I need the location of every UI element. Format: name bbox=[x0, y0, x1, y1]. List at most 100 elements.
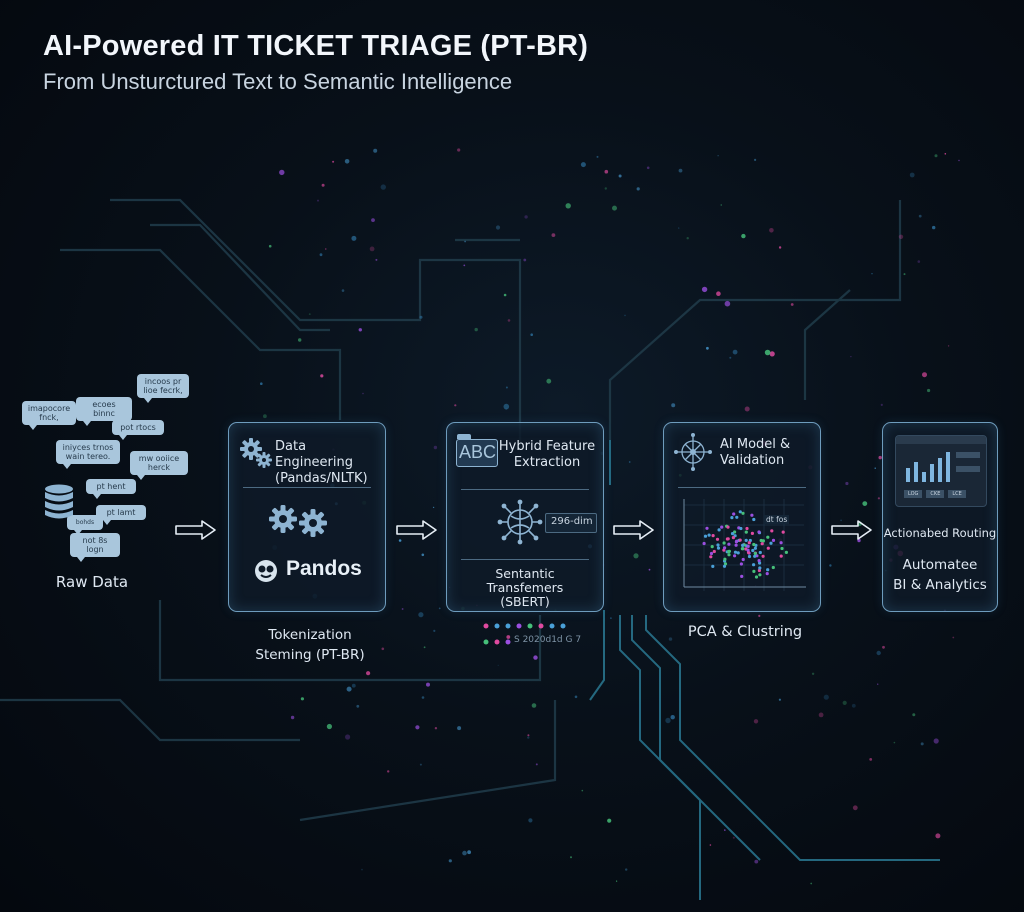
particle-dot bbox=[290, 715, 295, 720]
particle-dot bbox=[671, 403, 676, 408]
stage-data-engineering: Data Engineering (Pandas/NLTK) bbox=[228, 422, 386, 612]
particle-dot bbox=[581, 789, 584, 792]
scatter-point bbox=[744, 530, 748, 534]
scatter-point bbox=[780, 546, 784, 551]
particle-dot bbox=[922, 372, 927, 378]
ticket-bubble: pot rtocs bbox=[112, 420, 164, 440]
scatter-point bbox=[766, 535, 770, 539]
scatter-point bbox=[727, 553, 731, 557]
particle-dot bbox=[947, 345, 950, 347]
particle-dot bbox=[678, 227, 680, 229]
particle-dot bbox=[709, 844, 712, 846]
particle-dot bbox=[903, 273, 906, 276]
particle-dot bbox=[823, 694, 829, 700]
scatter-point bbox=[720, 525, 724, 529]
particle-dot bbox=[778, 246, 782, 249]
particle-dot bbox=[371, 218, 375, 223]
particle-dot bbox=[358, 328, 362, 332]
particle-dot bbox=[464, 240, 466, 243]
scatter-point bbox=[722, 541, 726, 545]
particle-dot bbox=[434, 727, 438, 730]
particle-dot bbox=[320, 374, 324, 378]
particle-dot bbox=[401, 608, 404, 610]
particle-dot bbox=[321, 183, 325, 187]
particle-dot bbox=[932, 225, 936, 230]
chart-icon bbox=[683, 499, 806, 591]
page-subtitle: From Unsturctured Text to Semantic Intel… bbox=[43, 69, 513, 94]
particle-dot bbox=[523, 258, 527, 262]
scatter-point bbox=[711, 564, 715, 568]
arrow-right-icon bbox=[175, 520, 216, 540]
particle-dot bbox=[882, 645, 885, 649]
particle-dot bbox=[909, 172, 915, 178]
dimension-badge: 296-dim bbox=[545, 513, 597, 533]
particle-dot bbox=[678, 168, 683, 173]
scatter-point bbox=[734, 540, 738, 544]
particle-dot bbox=[958, 159, 960, 162]
scatter-point bbox=[751, 548, 755, 553]
particle-dot bbox=[607, 818, 612, 823]
stage-ai-model: AI Model & Validation dt fos bbox=[663, 422, 821, 612]
scatter-point bbox=[711, 534, 715, 538]
stage-heading: Data Engineering (Pandas/NLTK) bbox=[275, 439, 368, 486]
page-title: AI-Powered IT TICKET TRIAGE (PT-BR) bbox=[43, 30, 589, 62]
particle-dot bbox=[317, 199, 319, 202]
scatter-point bbox=[730, 532, 735, 536]
brain-icon bbox=[497, 499, 543, 545]
scatter-point bbox=[758, 561, 762, 565]
ticket-bubble: ecoes binnc bbox=[76, 397, 132, 426]
particle-dot bbox=[918, 214, 922, 218]
particle-dot bbox=[850, 356, 852, 358]
particle-dot bbox=[944, 153, 947, 155]
particle-dot bbox=[263, 414, 267, 419]
particle-dot bbox=[326, 723, 332, 730]
scatter-point bbox=[758, 573, 762, 577]
particle-dot bbox=[356, 704, 360, 708]
arrow-right-icon bbox=[396, 520, 437, 540]
particle-dot bbox=[433, 445, 438, 450]
particle-dot bbox=[369, 246, 375, 252]
stage-caption: Tokenization Steming (PT-BR) bbox=[255, 627, 365, 663]
particle-dot bbox=[505, 386, 508, 389]
particle-dot bbox=[454, 404, 457, 407]
particle-dot bbox=[933, 738, 939, 744]
particle-dot bbox=[325, 248, 327, 250]
scatter-point bbox=[766, 568, 770, 572]
particle-dot bbox=[917, 260, 921, 263]
stage-routing: LOG CKE LCE Actionabed Routing Automatee… bbox=[882, 422, 998, 612]
gear-icon bbox=[240, 438, 272, 468]
particle-dot bbox=[720, 204, 722, 206]
scatter-point bbox=[760, 542, 764, 546]
ticket-bubble: iniyces trnos wain tereo. bbox=[56, 440, 120, 469]
scatter-point bbox=[727, 549, 731, 554]
scatter-point bbox=[716, 546, 721, 550]
scatter-point bbox=[758, 566, 762, 570]
particle-dot bbox=[419, 315, 423, 319]
scatter-point bbox=[741, 543, 745, 547]
cluster-scatter-plot: dt fos bbox=[678, 495, 808, 599]
particle-dot bbox=[811, 672, 815, 675]
particle-dot bbox=[927, 388, 931, 393]
scatter-point bbox=[722, 564, 727, 568]
particle-dot bbox=[686, 237, 689, 240]
particle-dot bbox=[366, 671, 371, 676]
scatter-point bbox=[734, 543, 738, 547]
particle-dot bbox=[279, 169, 285, 176]
neural-network-icon bbox=[674, 433, 712, 471]
particle-dot bbox=[373, 148, 378, 153]
scatter-point bbox=[736, 551, 740, 555]
particle-dot bbox=[527, 734, 530, 737]
scatter-point bbox=[723, 557, 727, 561]
scatter-point bbox=[769, 541, 773, 545]
scatter-point bbox=[750, 513, 754, 517]
scatter-point bbox=[723, 562, 728, 566]
scatter-point bbox=[771, 538, 776, 542]
stage-body: Sentantic Transfemers (SBERT) bbox=[486, 566, 564, 609]
particle-dot bbox=[769, 228, 774, 233]
particle-dot bbox=[533, 655, 538, 660]
particle-dot bbox=[935, 833, 941, 839]
database-icon bbox=[45, 484, 73, 519]
stage-heading: AI Model & Validation bbox=[720, 437, 791, 468]
particle-dot bbox=[778, 698, 782, 701]
